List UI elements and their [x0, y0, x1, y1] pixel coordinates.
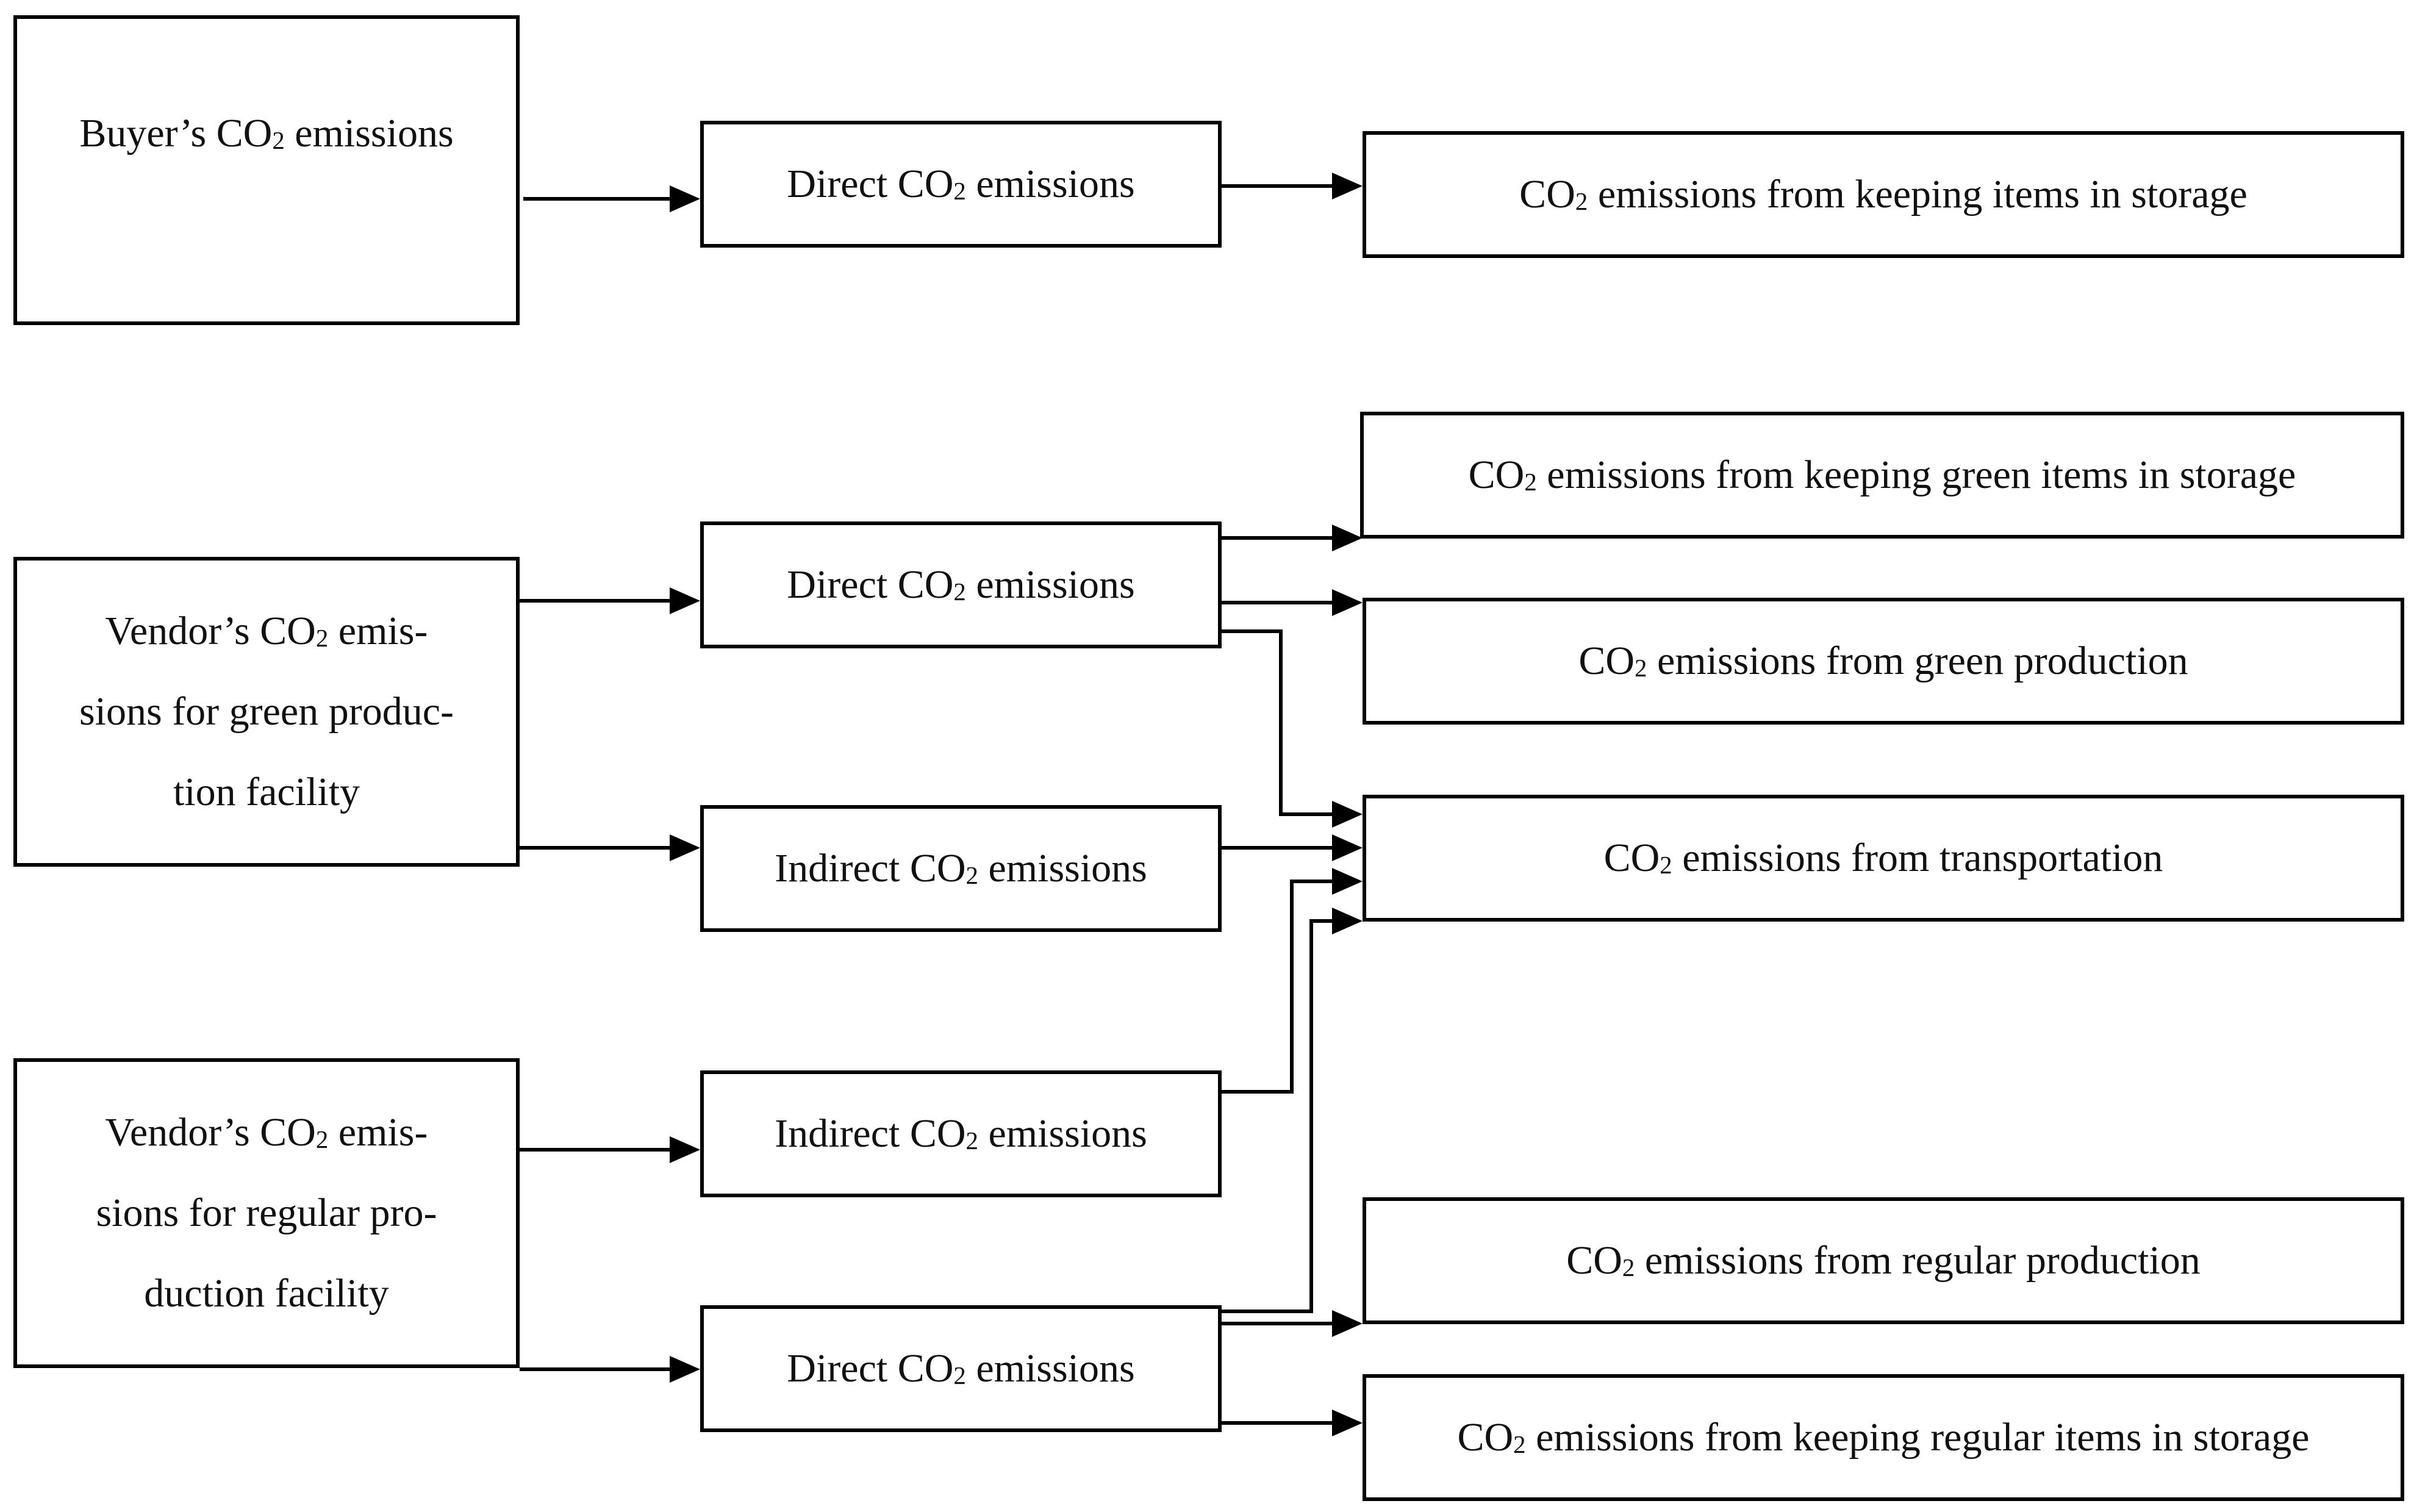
label-green-production: CO2 emissions from green production [1578, 639, 2188, 684]
edge-green-direct-to-transport-head [1332, 801, 1363, 828]
box-green-indirect: Indirect CO2 emissions [700, 805, 1222, 932]
edge-regular-indirect-to-transport-head [1332, 868, 1363, 895]
label-vendor-green: Vendor’s CO2 emis- sions for green produ… [79, 609, 454, 814]
edge-vendor-green-to-direct-head [670, 587, 700, 614]
edge-regular-direct-to-transport-head [1332, 908, 1363, 934]
edge-regular-direct-to-transport [1222, 919, 1338, 1313]
edge-vendor-green-to-indirect-head [670, 834, 700, 861]
label-buyer-storage: CO2 emissions from keeping items in stor… [1519, 172, 2247, 217]
box-vendor-green: Vendor’s CO2 emis- sions for green produ… [13, 557, 520, 867]
box-buyer-direct: Direct CO2 emissions [700, 121, 1222, 248]
edge-vendor-regular-to-indirect-head [670, 1136, 700, 1163]
label-green-direct: Direct CO2 emissions [787, 562, 1135, 607]
box-green-direct: Direct CO2 emissions [700, 521, 1222, 648]
edge-green-direct-to-storage-head [1332, 525, 1363, 551]
edge-regular-direct-to-storage-head [1332, 1410, 1363, 1436]
edge-green-indirect-to-transport-head [1332, 834, 1363, 861]
box-regular-production: CO2 emissions from regular production [1363, 1197, 2404, 1324]
label-vendor-regular: Vendor’s CO2 emis- sions for regular pro… [96, 1110, 437, 1316]
label-green-indirect: Indirect CO2 emissions [775, 846, 1147, 891]
label-buyer-direct: Direct CO2 emissions [787, 162, 1135, 207]
label-green-storage: CO2 emissions from keeping green items i… [1468, 453, 2296, 498]
edge-green-direct-to-production-head [1332, 589, 1363, 616]
edge-buyer-to-direct-head [670, 185, 700, 212]
edge-regular-direct-to-production-head [1332, 1310, 1363, 1337]
label-transportation: CO2 emissions from transportation [1603, 836, 2163, 881]
label-regular-storage: CO2 emissions from keeping regular items… [1457, 1415, 2310, 1460]
edge-green-direct-to-transport [1222, 629, 1338, 816]
box-buyer-emissions: Buyer’s CO2 emissions [13, 15, 520, 325]
edge-vendor-regular-to-direct-head [670, 1356, 700, 1383]
label-buyer-emissions: Buyer’s CO2 emissions [79, 111, 454, 156]
box-buyer-storage: CO2 emissions from keeping items in stor… [1363, 131, 2404, 258]
edge-regular-indirect-to-transport [1222, 880, 1338, 1094]
label-regular-direct: Direct CO2 emissions [787, 1346, 1135, 1391]
box-green-storage: CO2 emissions from keeping green items i… [1360, 412, 2404, 539]
label-regular-indirect: Indirect CO2 emissions [775, 1111, 1147, 1156]
box-transportation: CO2 emissions from transportation [1363, 795, 2404, 922]
label-regular-production: CO2 emissions from regular production [1566, 1238, 2201, 1283]
box-regular-direct: Direct CO2 emissions [700, 1305, 1222, 1432]
box-regular-storage: CO2 emissions from keeping regular items… [1363, 1374, 2404, 1501]
edge-buyer-direct-to-storage-head [1332, 173, 1363, 199]
box-regular-indirect: Indirect CO2 emissions [700, 1070, 1222, 1197]
box-green-production: CO2 emissions from green production [1363, 598, 2404, 725]
box-vendor-regular: Vendor’s CO2 emis- sions for regular pro… [13, 1058, 520, 1368]
